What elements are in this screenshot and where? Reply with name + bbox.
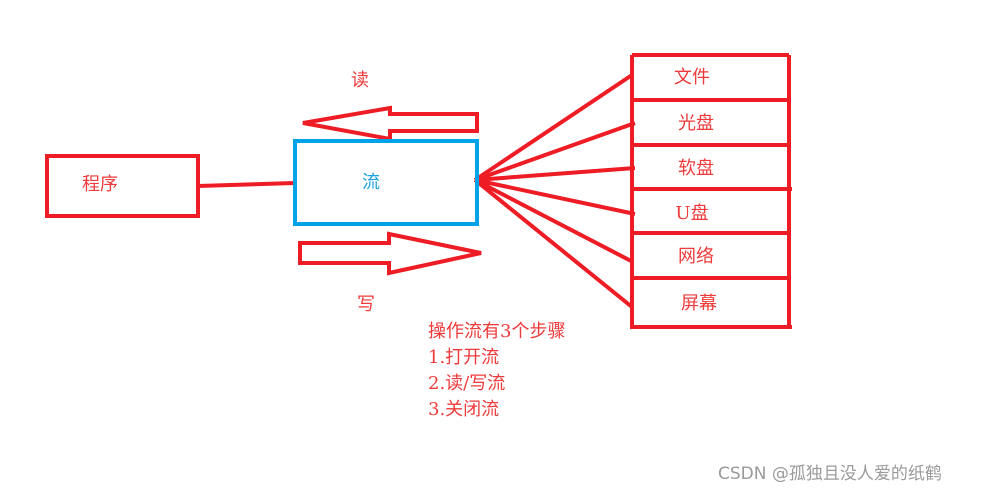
target-cd: 光盘 <box>678 113 714 134</box>
watermark: CSDN @孤独且没人爱的纸鹤 <box>718 464 942 484</box>
program-stream-connector <box>197 181 296 188</box>
steps-title: 操作流有3个步骤 <box>428 321 566 342</box>
stream-box <box>293 139 479 226</box>
target-floppy: 软盘 <box>678 158 714 179</box>
step-item: 1.打开流 <box>428 347 500 368</box>
program-label: 程序 <box>82 174 118 195</box>
read-arrow <box>302 105 479 142</box>
step-item: 2.读/写流 <box>428 373 506 394</box>
read-label: 读 <box>351 70 369 91</box>
fan-lines <box>473 73 636 309</box>
step-item: 3.关闭流 <box>428 399 500 420</box>
stream-label: 流 <box>362 172 380 193</box>
target-screen: 屏幕 <box>681 293 717 314</box>
target-file: 文件 <box>674 67 710 88</box>
program-box <box>45 154 200 218</box>
target-network: 网络 <box>678 246 714 267</box>
write-arrow <box>298 231 482 276</box>
write-label: 写 <box>357 294 375 315</box>
steps-note: 操作流有3个步骤 1.打开流 2.读/写流 3.关闭流 <box>428 319 565 423</box>
target-column <box>630 53 792 329</box>
target-usb: U盘 <box>675 203 709 224</box>
